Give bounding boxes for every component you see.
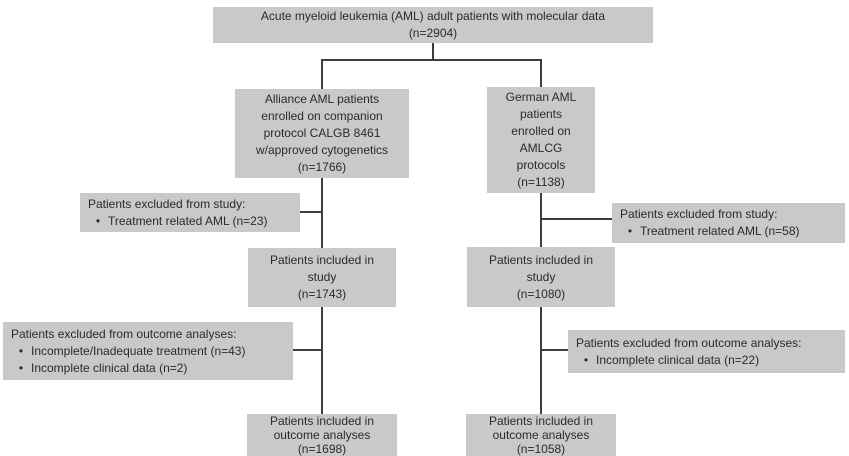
box-text-line: (n=1698) (297, 442, 347, 456)
box-text-line: Incomplete clinical data (n=22) (596, 352, 760, 367)
bullet-row: • Incomplete clinical data (n=2) (11, 360, 289, 377)
box-text-line: (n=1058) (516, 442, 566, 456)
box-text-line: Incomplete clinical data (n=2) (31, 360, 188, 375)
box-text-line: (n=1138) (517, 175, 565, 189)
box-text-line: protocol CALGB 8461 (263, 126, 381, 140)
flow-box-included-outcome-left: Patients included in outcome analyses (n… (247, 414, 397, 456)
box-text-line: w/approved cytogenetics (255, 143, 389, 157)
bullet-icon: • (583, 352, 589, 367)
box-text-line: Incomplete/Inadequate treatment (n=43) (31, 343, 246, 358)
box-text-line: protocols (516, 158, 566, 172)
box-text-line: patients (519, 107, 563, 121)
box-text-line: (n=1743) (297, 287, 347, 301)
bullet-row: • Incomplete clinical data (n=22) (576, 352, 841, 369)
box-text-line: Patients excluded from study: (620, 207, 778, 221)
box-text-line: Patients excluded from study: (88, 196, 246, 211)
connector-split-horizontal (321, 59, 542, 61)
box-text-line: enrolled on companion (261, 109, 383, 123)
box-text-line: outcome analyses (273, 428, 371, 442)
connector-total-down (432, 43, 434, 60)
box-text-line: Acute myeloid leukemia (AML) adult patie… (260, 9, 606, 23)
connector-german-down (540, 59, 542, 87)
flow-box-excluded-study-left: Patients excluded from study: • Treatmen… (80, 193, 300, 232)
bullet-row: • Incomplete/Inadequate treatment (n=43) (11, 343, 289, 360)
flow-box-included-study-right: Patients included in study (n=1080) (467, 247, 615, 307)
box-text-line: Alliance AML patients (264, 92, 380, 106)
connector-excluded-outcome-left (292, 349, 322, 351)
box-text-line: study (307, 270, 337, 284)
connector-alliance-to-study (321, 178, 323, 248)
flow-box-included-outcome-right: Patients included in outcome analyses (n… (466, 414, 616, 456)
box-text-line: Patients included in (488, 252, 594, 267)
flow-box-total-patients: Acute myeloid leukemia (AML) adult patie… (213, 7, 653, 43)
bullet-icon: • (95, 213, 101, 228)
box-text-line: Patients excluded from outcome analyses: (11, 326, 237, 341)
flow-box-excluded-outcome-right: Patients excluded from outcome analyses:… (568, 330, 845, 373)
flow-box-excluded-outcome-left: Patients excluded from outcome analyses:… (3, 322, 293, 380)
box-text-line: Patients included in (488, 414, 594, 428)
connector-alliance-down (321, 59, 323, 89)
bullet-icon: • (627, 224, 633, 238)
box-text-line: Patients included in (269, 253, 375, 267)
flow-box-german-patients: German AML patients enrolled on AMLCG pr… (487, 87, 595, 193)
connector-excluded-study-left (299, 211, 322, 213)
connector-excluded-outcome-right (541, 349, 569, 351)
flow-box-excluded-study-right: Patients excluded from study: • Treatmen… (612, 203, 845, 243)
connector-study-to-outcome-left (321, 307, 323, 414)
connector-study-to-outcome-right (540, 307, 542, 414)
bullet-icon: • (18, 343, 24, 358)
connector-german-to-study (540, 193, 542, 247)
box-text-line: study (526, 269, 556, 284)
box-text-line: German AML (505, 90, 577, 104)
box-text-line: AMLCG (519, 141, 563, 155)
box-text-line: (n=1766) (297, 160, 347, 174)
box-text-line: Treatment related AML (n=58) (640, 224, 800, 238)
connector-excluded-study-right (541, 218, 612, 220)
box-text-line: Patients included in (269, 414, 375, 428)
box-text-line: outcome analyses (492, 428, 590, 442)
bullet-row: • Treatment related AML (n=23) (88, 213, 296, 230)
box-text-line: enrolled on (511, 124, 571, 138)
flow-box-alliance-patients: Alliance AML patients enrolled on compan… (235, 89, 409, 178)
box-text-line: Patients excluded from outcome analyses: (576, 335, 802, 350)
box-text-line: (n=2904) (408, 26, 458, 40)
bullet-row: • Treatment related AML (n=58) (620, 223, 841, 240)
box-text-line: Treatment related AML (n=23) (108, 213, 268, 228)
flow-box-included-study-left: Patients included in study (n=1743) (248, 248, 396, 307)
box-text-line: (n=1080) (516, 286, 566, 301)
bullet-icon: • (18, 360, 24, 375)
